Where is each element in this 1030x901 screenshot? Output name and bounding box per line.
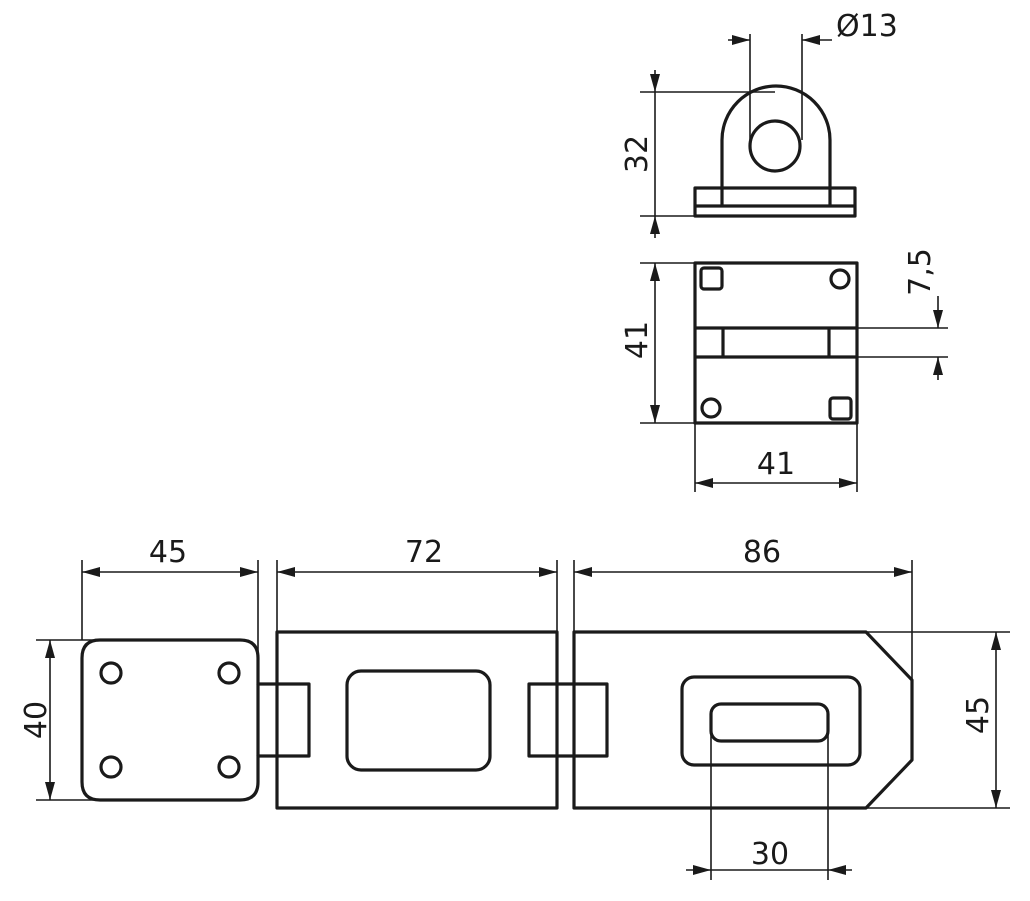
eye-base-plate <box>693 186 857 218</box>
middle-link-window <box>345 669 492 772</box>
dim-left-plate-height-text: 40 <box>19 701 54 739</box>
dim-middle-link-length-text: 72 <box>405 535 443 570</box>
dim-hasp-length: 86 <box>573 535 913 680</box>
dim-staple-slot-text: 7,5 <box>903 248 938 296</box>
staple-square-hole <box>699 266 724 291</box>
dim-staple-width-text: 41 <box>757 447 795 482</box>
dim-hasp-height-text: 45 <box>961 696 996 734</box>
middle-link <box>275 630 609 810</box>
dim-slot-length: 30 <box>686 722 852 880</box>
staple-screw-hole <box>829 268 851 290</box>
eye-loop <box>720 84 832 206</box>
eye-side-view <box>693 84 857 218</box>
dim-eye-diameter-text: Ø13 <box>836 9 898 44</box>
middle-link-outline <box>275 630 559 810</box>
left-plate-hole <box>99 755 123 779</box>
left-mounting-plate <box>80 638 311 802</box>
staple-plate <box>693 261 859 425</box>
dim-left-plate-width-text: 45 <box>149 535 187 570</box>
staple-top-view <box>693 261 859 425</box>
hinge-knuckle <box>527 682 609 758</box>
hasp-slot-inner <box>709 702 830 743</box>
dim-slot-length-text: 30 <box>751 837 789 872</box>
dim-staple-height: 41 <box>620 262 695 424</box>
dim-staple-width: 41 <box>694 423 858 492</box>
staple-screw-hole <box>700 397 722 419</box>
dim-left-plate-width: 45 <box>81 535 259 684</box>
dim-left-plate-height: 40 <box>19 639 100 801</box>
dim-staple-slot: 7,5 <box>857 248 948 380</box>
hasp-plate <box>572 630 914 810</box>
staple-square-hole <box>828 396 853 421</box>
dim-eye-height: 32 <box>620 70 775 238</box>
left-plate-hole <box>217 755 241 779</box>
left-plate-outline <box>80 638 311 802</box>
hasp-slot-outer <box>680 675 862 767</box>
dim-eye-height-text: 32 <box>620 135 655 173</box>
dim-hasp-height: 45 <box>866 631 1010 809</box>
dim-hasp-length-text: 86 <box>743 535 781 570</box>
left-plate-hole <box>217 661 241 685</box>
left-plate-hole <box>99 661 123 685</box>
dim-middle-link-length: 72 <box>276 535 558 632</box>
eye-hole <box>748 119 802 173</box>
dim-staple-height-text: 41 <box>620 321 655 359</box>
dim-eye-diameter: Ø13 <box>728 9 898 140</box>
